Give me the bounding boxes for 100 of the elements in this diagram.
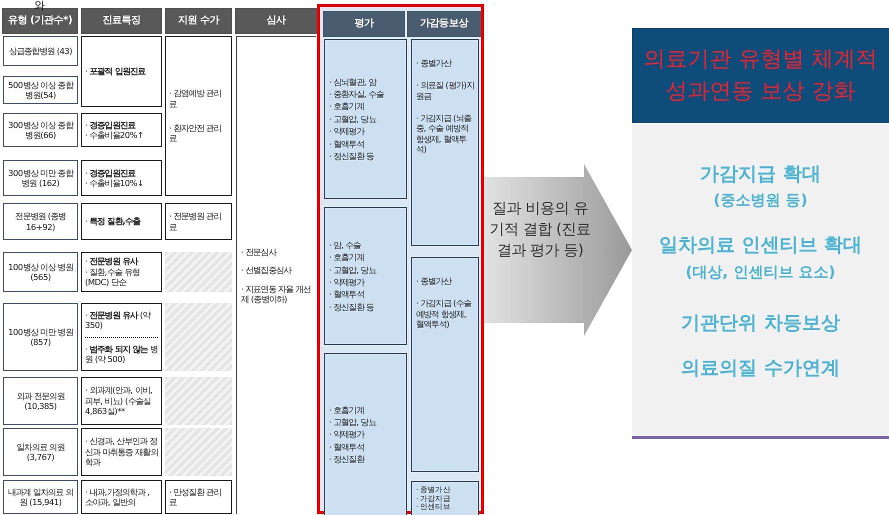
header-label: 지원 수가 <box>178 14 220 28</box>
item-text: · 전문병원 유사 <box>85 256 140 267</box>
item-text: · 고혈압, 당뇨 <box>329 416 378 428</box>
item-text: · 의료질 (평가)지원금 <box>416 80 474 102</box>
type-label: 100병상 미만 병원 (857) <box>7 326 74 348</box>
reward-box <box>411 39 479 246</box>
fee-box <box>165 480 232 514</box>
item-text: · 특정 질환,수출 <box>85 216 142 227</box>
item-text: · 혈액투석 <box>329 289 365 300</box>
item-text: · 신경과, 산부인과 정신과 마취통증 재활의학과 <box>85 436 158 468</box>
header-cell <box>323 11 405 37</box>
feature-box <box>81 428 162 476</box>
item-text: · 가감지급 (수술 예방적 항생제, 혈액투석) <box>416 298 472 330</box>
type-box <box>3 480 78 514</box>
type-box <box>3 252 78 292</box>
type-box <box>3 203 78 240</box>
type-label: 일차의료 의원 (3,767) <box>16 442 66 462</box>
type-box <box>3 428 78 476</box>
item-text: · 범주화 되지 않는 병원 (약 500) <box>85 336 158 370</box>
title-band: 의료기관 유형별 체계적 성과연동 보상 강화 <box>632 28 889 123</box>
item-text: · 전문심사 <box>241 246 278 258</box>
item-text: · 혈액투석 <box>329 138 365 149</box>
item-text: · 전문병원 유사 (약 350) <box>85 309 152 332</box>
item-text: · 약제평가 <box>329 277 366 288</box>
item-text: · 종별가산 <box>416 276 452 286</box>
item-text: · 암, 수술 <box>329 240 362 250</box>
feature-box <box>81 252 162 292</box>
header-cell <box>235 8 317 34</box>
type-box <box>3 36 78 66</box>
type-box <box>3 76 78 104</box>
reward-box <box>411 481 479 515</box>
item-text: · 종별가산 <box>416 58 452 68</box>
item-note: (대상, 인센티브 요소) <box>684 263 836 281</box>
item-text: · 약제평가 <box>329 429 366 440</box>
header-label: 가감등보상 <box>420 18 468 30</box>
item-text: · 감염예방 관리료 <box>169 88 222 109</box>
item-text: · 정신질환 <box>329 454 366 464</box>
type-box <box>3 160 78 196</box>
hatched-box <box>165 252 232 292</box>
item-text: · 외과계(안과, 이비, 피부, 비뇨) (수술실 4,863실)** <box>85 385 154 417</box>
feature-box <box>81 480 162 514</box>
type-box <box>3 303 78 371</box>
hatched-box <box>165 303 232 371</box>
header-label: 유형 (기관수*) <box>8 14 72 28</box>
feature-box <box>81 36 162 107</box>
type-label: 내과계 일차의료 의원 (15,941) <box>6 486 74 508</box>
feature-box <box>81 303 162 371</box>
item-note: (중소병원 등) <box>712 191 808 209</box>
item-text: · 수출비율10%↓ <box>85 178 145 188</box>
item-text: · 약제평가 <box>329 126 366 137</box>
item-heading: 가감지급 확대 <box>699 163 822 186</box>
eval-box <box>324 39 407 199</box>
item-text: · 정신질환 등 <box>329 150 375 162</box>
item-text: · 혈액투석 <box>329 442 365 452</box>
type-label: 전문병원 (종병16+92) <box>14 211 67 232</box>
fee-box <box>165 36 232 196</box>
item-text: · 고혈압, 당뇨 <box>329 264 378 275</box>
feature-box <box>81 113 162 147</box>
type-box <box>3 113 78 147</box>
item-text: · 만성질환 관리료 <box>169 486 222 508</box>
header-label: 심사 <box>266 14 286 28</box>
item-text: · 호흡기계 <box>329 101 365 112</box>
item-text: · 선별집중심사 <box>241 265 293 276</box>
item-text: · 중환자실, 수술 <box>329 89 385 100</box>
type-label: 외과 전문의원 (10,385) <box>16 390 66 412</box>
feature-box <box>81 160 162 196</box>
item-text: · 호흡기계 <box>329 252 365 263</box>
type-label: 300병상 미만 종합병원 (162) <box>7 168 74 188</box>
header-label: 평가 <box>354 18 374 30</box>
header-label: 진료특징 <box>102 14 141 28</box>
item-heading: 일차의료 인센티브 확대 <box>658 234 864 257</box>
header-cell <box>165 8 232 34</box>
item-text: · 포괄적 입원진료 <box>85 66 146 77</box>
fee-box <box>165 203 232 240</box>
item-text: · 지표연동 자율 개선제 (종병이하) <box>241 284 312 304</box>
type-label: 100병상 이상 병원 (565) <box>7 262 74 282</box>
item-text: · 경증입원진료 <box>85 120 136 130</box>
item-text: · 가감지급 (뇌졸중, 수술 예방적항생제, 혈액투석) <box>416 113 472 155</box>
eval-box <box>324 207 407 345</box>
item-heading: 기관단위 차등보상 <box>680 312 841 335</box>
type-box <box>3 377 78 425</box>
item-text: · 전문병원 관리료 <box>169 211 222 232</box>
item-text: · 내과,가정의학과 , 소아과, 일반의 <box>85 486 150 508</box>
feature-box <box>81 203 162 240</box>
type-label: 300병상 이상 종합병원(66) <box>7 120 74 140</box>
review-box <box>236 36 316 514</box>
highlight-frame <box>317 4 484 514</box>
feature-box <box>81 377 162 425</box>
edge-label: 질과 비용의 유기적 결합 (진료결과 평가 등) <box>488 198 592 261</box>
item-text: · 경증입원진료 <box>85 168 136 178</box>
item-text: · 수출비율20%↑ <box>85 130 145 140</box>
item-text: · 심뇌혈관, 암 <box>329 76 378 88</box>
type-label: 500병상 이상 종합병원(54) <box>7 80 74 100</box>
block-arrow <box>484 164 632 336</box>
hatched-box <box>165 428 232 476</box>
reward-box <box>411 257 479 472</box>
item-text: · 고혈압, 당뇨 <box>329 114 378 124</box>
item-heading: 의료의질 수가연계 <box>680 357 841 380</box>
header-cell <box>407 11 481 37</box>
eval-box <box>324 353 407 515</box>
